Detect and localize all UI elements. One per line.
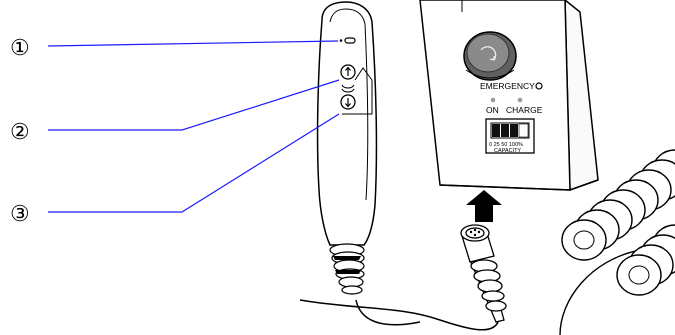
insert-arrow-icon <box>466 190 502 222</box>
callout-number-1: ① <box>10 36 30 61</box>
charge-indicator-led-box <box>517 97 523 103</box>
emergency-label: EMERGENCY <box>480 81 535 91</box>
callout-number-2: ② <box>10 120 30 145</box>
capacity-label: CAPACITY <box>494 148 521 154</box>
up-button[interactable] <box>340 64 356 80</box>
callout-number-3: ③ <box>10 202 30 227</box>
control-box <box>419 0 599 192</box>
capacity-scale: 0 25 50 100% <box>489 142 523 148</box>
callout-line-2 <box>48 79 340 131</box>
emergency-indicator <box>535 82 543 90</box>
down-arrow-icon <box>345 98 351 108</box>
callout-line-1 <box>47 40 339 47</box>
down-button[interactable] <box>340 94 356 110</box>
callout-line-3 <box>48 113 340 213</box>
emergency-stop-icon <box>480 46 497 61</box>
on-indicator-led <box>490 97 496 103</box>
capacity-gauge: 0 25 50 100% CAPACITY <box>485 118 535 154</box>
emergency-stop-button[interactable] <box>463 31 517 81</box>
connector-plug <box>299 224 507 331</box>
hand-controller <box>316 1 421 326</box>
callout-lines <box>47 40 340 213</box>
led-dot <box>339 39 343 42</box>
charge-label: CHARGE <box>506 105 543 115</box>
button-pictogram <box>341 67 373 115</box>
charge-indicator-led <box>344 37 356 44</box>
coiled-cable <box>559 149 675 335</box>
up-arrow-icon <box>345 66 351 76</box>
on-label: ON <box>486 105 499 115</box>
